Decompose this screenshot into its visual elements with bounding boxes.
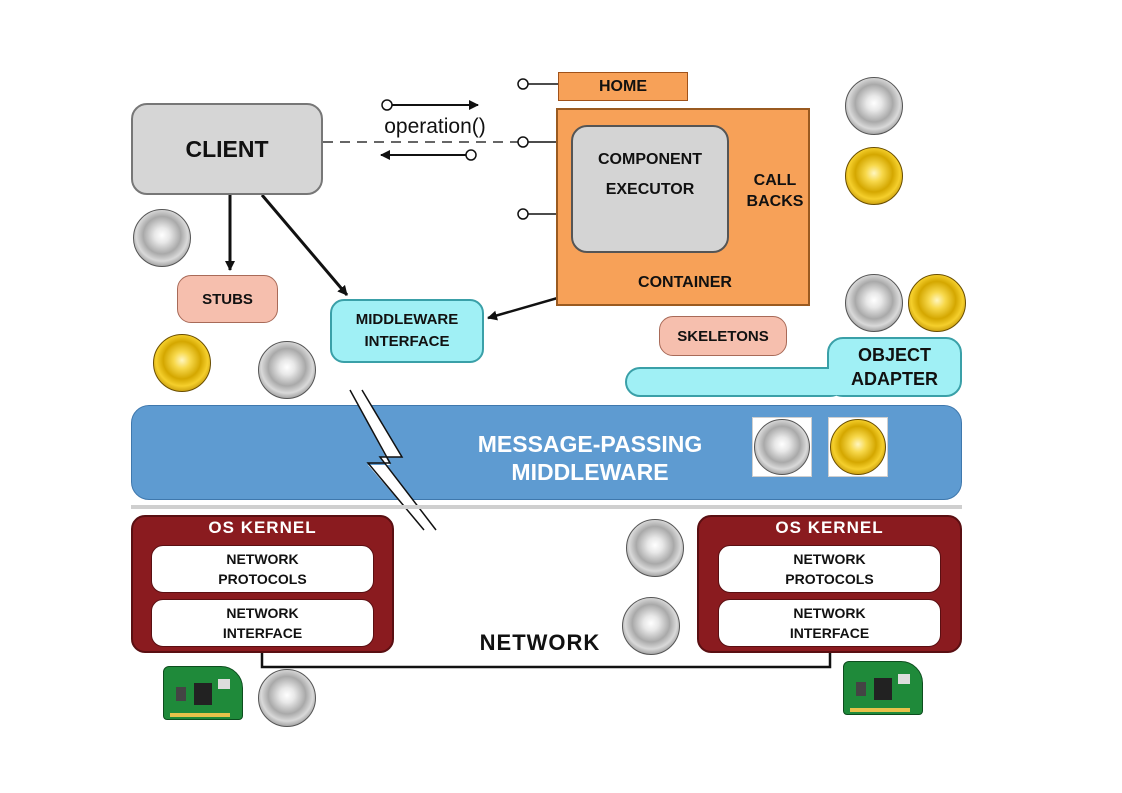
client-label: CLIENT xyxy=(185,135,269,162)
stubs-box: STUBS xyxy=(177,275,278,323)
message-passing-middleware-bar xyxy=(131,405,962,500)
message-passing-line2: MIDDLEWARE xyxy=(511,459,669,485)
middleware-interface-line1: MIDDLEWARE xyxy=(355,311,459,328)
network-protocols-right: NETWORK PROTOCOLS xyxy=(718,545,941,593)
object-adapter-line1: OBJECT xyxy=(857,345,931,365)
container-label: CONTAINER xyxy=(638,274,732,291)
client-to-middleware-arrow xyxy=(260,194,349,296)
client-box: CLIENT xyxy=(131,103,323,195)
object-adapter-bar xyxy=(625,367,845,397)
gold-disc-icon xyxy=(830,419,886,475)
network-protocols-left-line1: NETWORK xyxy=(226,551,299,567)
network-interface-right: NETWORK INTERFACE xyxy=(718,599,941,647)
call-backs-line1: CALL xyxy=(753,172,797,189)
network-label: NETWORK xyxy=(479,630,601,655)
network-card-icon xyxy=(163,666,243,720)
component-executor-label-line1: COMPONENT xyxy=(598,151,702,168)
skeletons-box: SKELETONS xyxy=(659,316,787,356)
receptacle-port xyxy=(517,208,529,220)
silver-disc-icon xyxy=(258,669,316,727)
call-backs-line2: BACKS xyxy=(746,193,804,210)
call-backs-label: CALL BACKS xyxy=(735,170,815,212)
gold-disc-icon xyxy=(908,274,966,332)
middleware-interface-line2: INTERFACE xyxy=(364,333,450,350)
skeletons-label: SKELETONS xyxy=(677,327,769,345)
component-executor-box: COMPONENT EXECUTOR xyxy=(571,125,729,253)
silver-disc-icon xyxy=(258,341,316,399)
silver-disc-icon xyxy=(845,274,903,332)
network-protocols-right-line1: NETWORK xyxy=(793,551,866,567)
home-label: HOME xyxy=(599,77,647,95)
object-adapter-joint xyxy=(815,369,849,395)
facet-port xyxy=(517,136,529,148)
os-kernel-left-label: OS KERNEL xyxy=(208,518,317,537)
network-interface-right-line1: NETWORK xyxy=(793,605,866,621)
component-executor-label-line2: EXECUTOR xyxy=(605,181,695,198)
stubs-label: STUBS xyxy=(202,290,253,308)
container-to-middleware-arrow xyxy=(487,293,569,321)
message-passing-label: MESSAGE-PASSING MIDDLEWARE xyxy=(380,430,800,486)
network-card-icon xyxy=(843,661,923,715)
gold-disc-tile xyxy=(828,417,888,477)
network-break-icon xyxy=(349,389,437,531)
network-protocols-left: NETWORK PROTOCOLS xyxy=(151,545,374,593)
gold-disc-icon xyxy=(845,147,903,205)
message-passing-line1: MESSAGE-PASSING xyxy=(477,431,703,457)
silver-disc-icon xyxy=(626,519,684,577)
object-adapter-box: OBJECT ADAPTER xyxy=(827,337,962,397)
network-wire xyxy=(260,653,832,669)
home-port xyxy=(517,78,529,90)
silver-disc-icon xyxy=(845,77,903,135)
silver-disc-icon xyxy=(133,209,191,267)
network-interface-right-line2: INTERFACE xyxy=(789,625,870,641)
middleware-interface-box: MIDDLEWARE INTERFACE xyxy=(330,299,484,363)
network-interface-left-line2: INTERFACE xyxy=(222,625,303,641)
silver-disc-tile xyxy=(752,417,812,477)
network-protocols-right-line2: PROTOCOLS xyxy=(785,571,874,587)
object-adapter-line2: ADAPTER xyxy=(850,369,938,389)
operation-label: operation() xyxy=(384,115,486,138)
home-box: HOME xyxy=(558,72,688,101)
network-protocols-left-line2: PROTOCOLS xyxy=(218,571,307,587)
silver-disc-icon xyxy=(622,597,680,655)
network-interface-left-line1: NETWORK xyxy=(226,605,299,621)
silver-disc-icon xyxy=(754,419,810,475)
layer-divider xyxy=(131,505,962,509)
os-kernel-right-label: OS KERNEL xyxy=(775,518,884,537)
gold-disc-icon xyxy=(153,334,211,392)
network-interface-left: NETWORK INTERFACE xyxy=(151,599,374,647)
